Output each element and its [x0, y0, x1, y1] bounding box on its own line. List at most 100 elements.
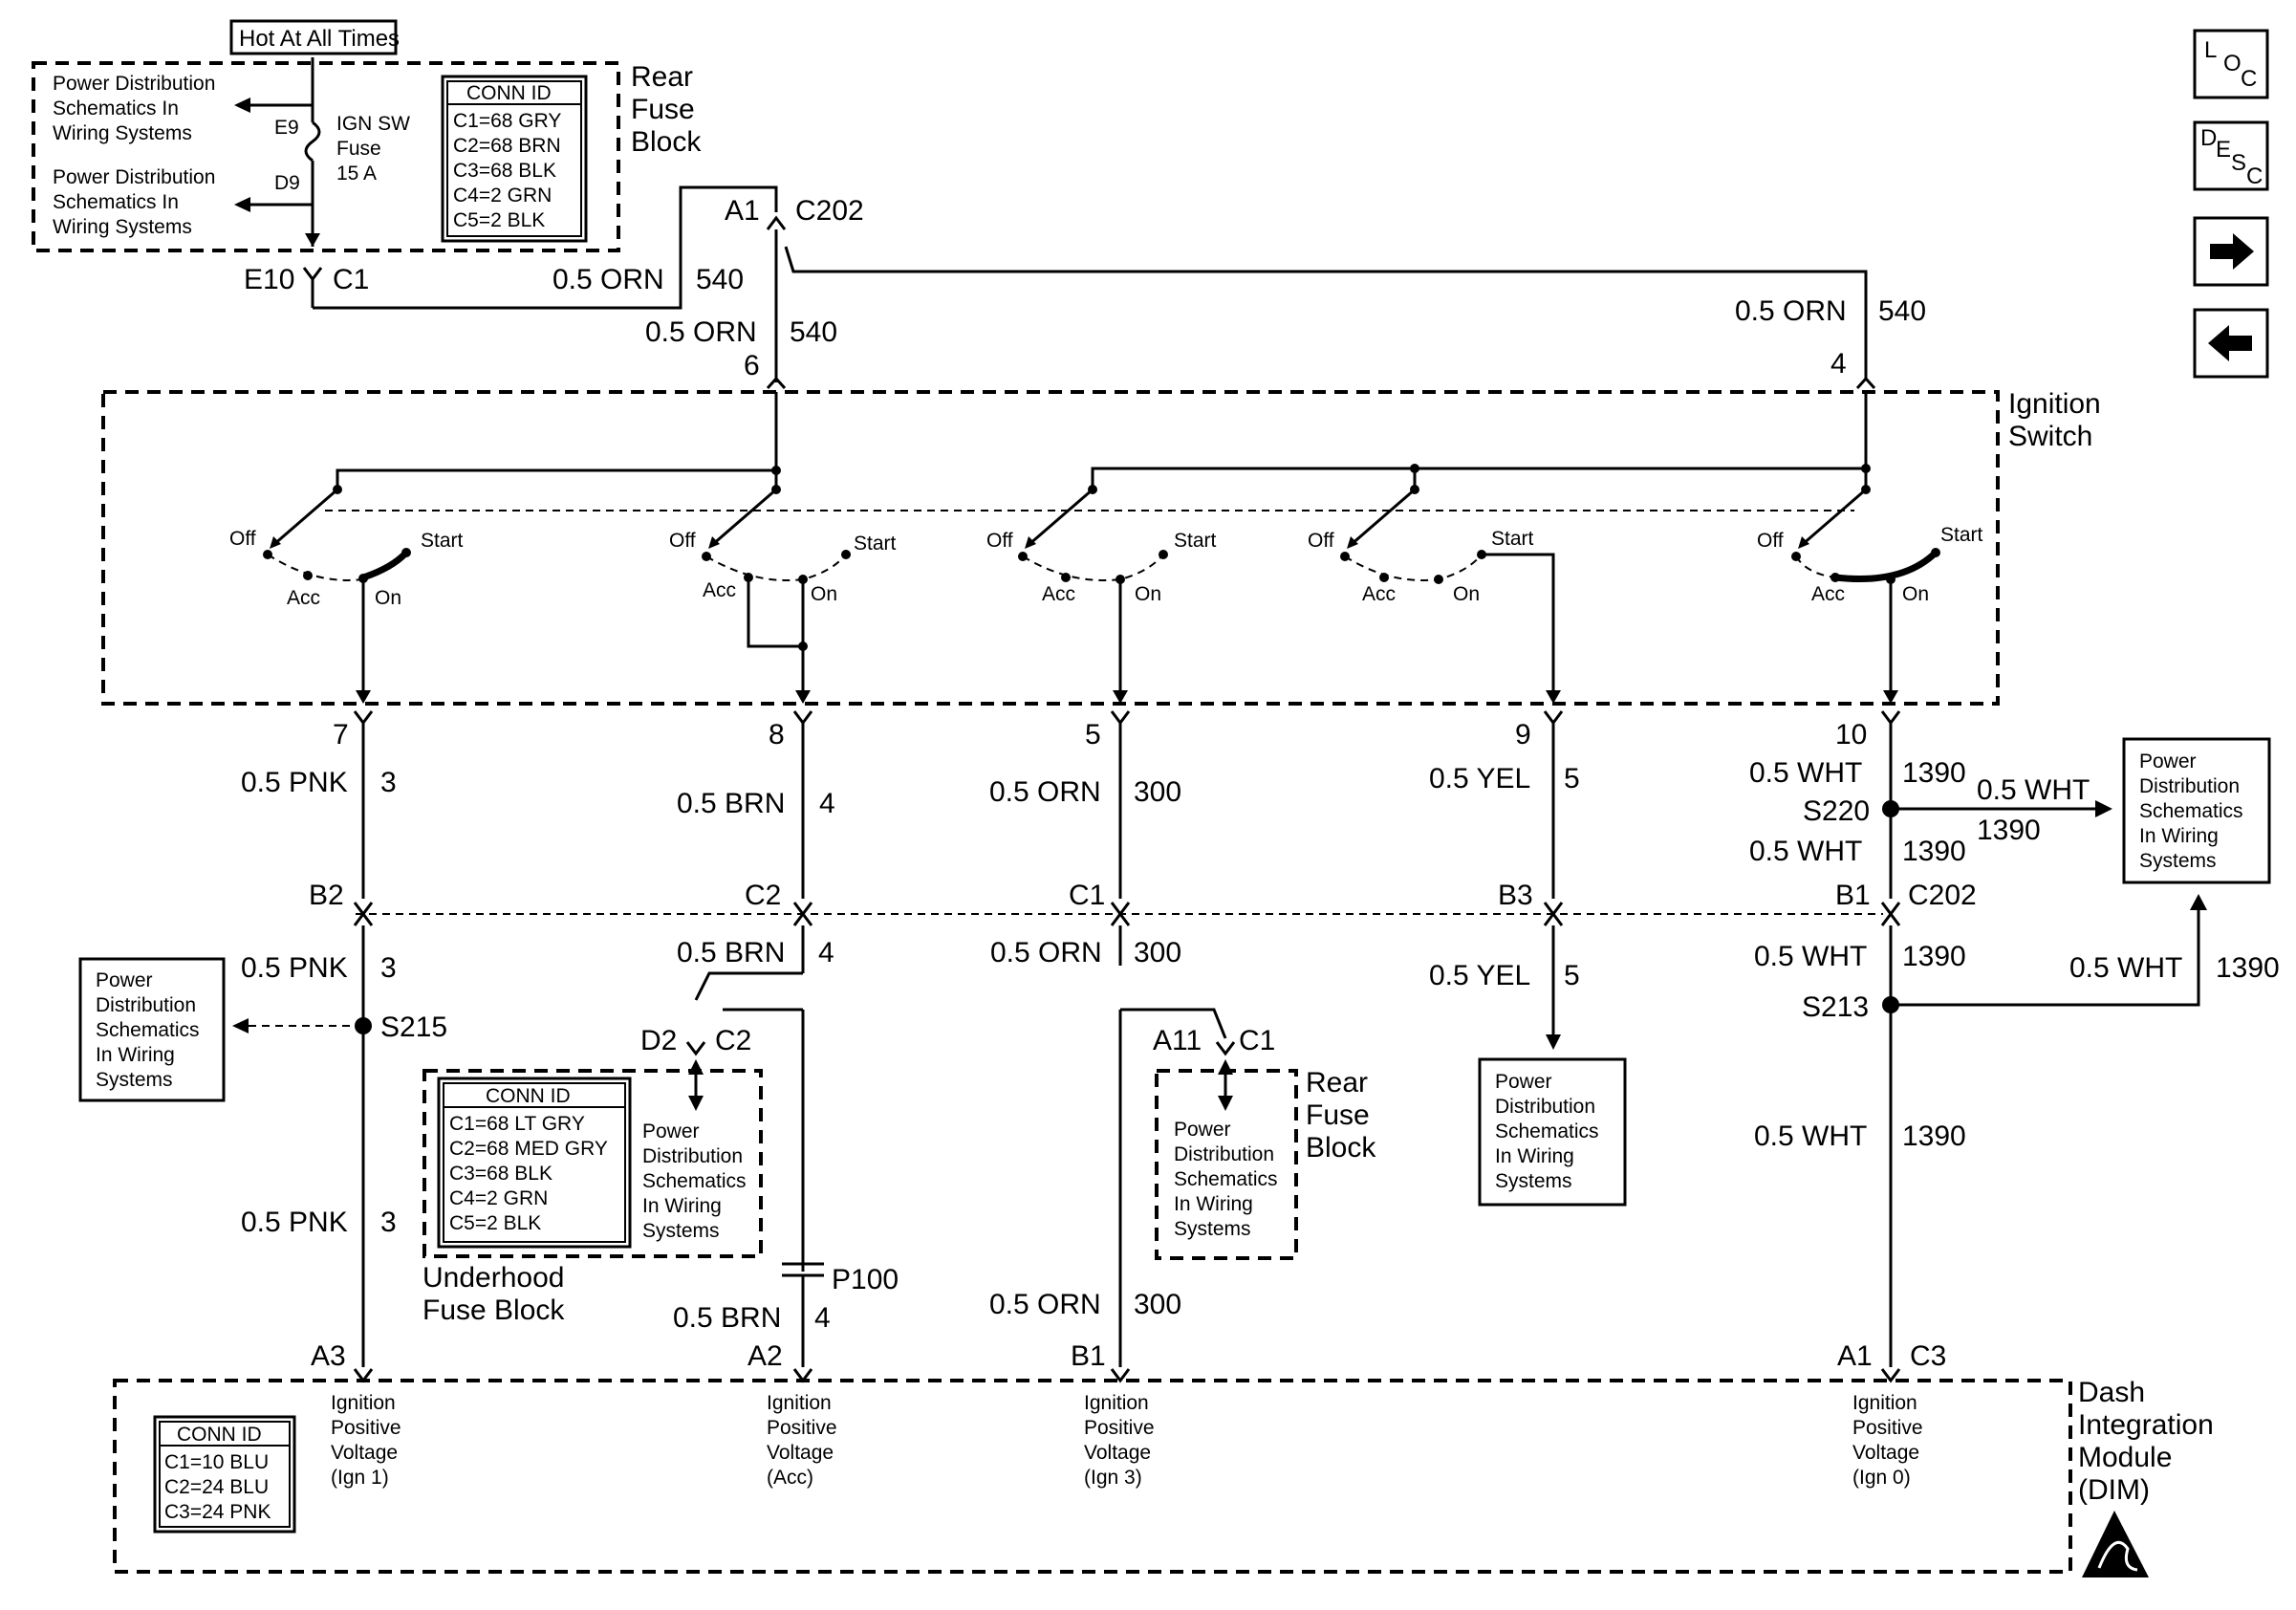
svg-text:Rear: Rear — [1306, 1067, 1368, 1099]
svg-text:9: 9 — [1515, 719, 1531, 751]
svg-text:Distribution: Distribution — [642, 1145, 743, 1167]
svg-text:0.5 PNK: 0.5 PNK — [241, 767, 348, 798]
svg-text:10: 10 — [1835, 719, 1867, 751]
svg-text:C1: C1 — [333, 264, 369, 295]
svg-text:4: 4 — [814, 1302, 831, 1334]
svg-text:C5=2 BLK: C5=2 BLK — [449, 1212, 541, 1234]
svg-text:0.5 ORN: 0.5 ORN — [645, 316, 757, 348]
svg-text:7: 7 — [333, 719, 349, 751]
svg-text:S215: S215 — [380, 1012, 447, 1043]
svg-text:540: 540 — [696, 264, 744, 295]
svg-text:5: 5 — [1085, 719, 1101, 751]
svg-text:C3=24 PNK: C3=24 PNK — [164, 1501, 271, 1523]
svg-text:Wiring Systems: Wiring Systems — [53, 216, 192, 238]
svg-text:Start: Start — [1174, 530, 1217, 552]
svg-text:D2: D2 — [640, 1025, 677, 1056]
conn-id-underhood: CONN ID C1=68 LT GRY C2=68 MED GRY C3=68… — [437, 1077, 632, 1249]
svg-text:In Wiring: In Wiring — [2139, 825, 2219, 847]
svg-text:Ignition: Ignition — [2008, 388, 2101, 420]
conn-id-dim: CONN ID C1=10 BLU C2=24 BLU C3=24 PNK — [153, 1415, 296, 1534]
dim-outline — [113, 1379, 2072, 1574]
connector-c202-a1 — [766, 215, 787, 230]
arrow-left-icon — [234, 98, 250, 113]
svg-text:0.5 BRN: 0.5 BRN — [677, 937, 785, 968]
svg-text:A2: A2 — [747, 1340, 783, 1372]
svg-text:5: 5 — [1564, 960, 1580, 991]
svg-text:Positive: Positive — [1852, 1417, 1923, 1439]
arrow-left-icon — [2208, 325, 2252, 361]
ignition-switch-section-4: Off Acc On Start — [1308, 485, 1561, 704]
svg-text:(DIM): (DIM) — [2078, 1474, 2150, 1506]
fuse-label: IGN SW Fuse 15 A — [336, 113, 410, 185]
svg-text:Voltage: Voltage — [1852, 1442, 1919, 1464]
pd-reference-d9: Power Distribution Schematics In Wiring … — [53, 166, 215, 238]
svg-text:300: 300 — [1134, 937, 1181, 968]
svg-text:3: 3 — [380, 952, 397, 984]
svg-text:C2=68 BRN: C2=68 BRN — [453, 135, 561, 157]
svg-text:Block: Block — [631, 126, 702, 158]
svg-text:Acc: Acc — [1362, 583, 1396, 605]
svg-text:Ignition: Ignition — [767, 1392, 832, 1414]
svg-text:Start: Start — [1940, 524, 1983, 546]
svg-text:0.5 WHT: 0.5 WHT — [1977, 774, 2090, 806]
description-button[interactable]: D E S C — [2193, 120, 2269, 191]
svg-text:Acc: Acc — [287, 587, 320, 609]
svg-text:Acc: Acc — [703, 579, 736, 601]
svg-text:Off: Off — [1308, 530, 1334, 552]
svg-text:On: On — [1453, 583, 1480, 605]
arrow-left-icon — [234, 197, 250, 212]
svg-text:C2: C2 — [715, 1025, 751, 1056]
ignition-switch-section-1: Off Acc On Start — [229, 485, 464, 704]
svg-text:C: C — [2241, 66, 2257, 92]
svg-text:A1: A1 — [1837, 1340, 1873, 1372]
next-page-button[interactable] — [2193, 216, 2269, 287]
esd-warning-icon — [2082, 1511, 2149, 1577]
conn-id-rear-fuse-block: CONN ID C1=68 GRY C2=68 BRN C3=68 BLK C4… — [441, 75, 588, 243]
svg-text:E9: E9 — [274, 117, 299, 139]
previous-page-button[interactable] — [2193, 308, 2269, 379]
svg-text:300: 300 — [1134, 776, 1181, 808]
svg-text:C1=68 LT GRY: C1=68 LT GRY — [449, 1113, 585, 1135]
svg-text:Schematics In: Schematics In — [53, 98, 179, 120]
svg-text:0.5 ORN: 0.5 ORN — [552, 264, 664, 295]
svg-text:540: 540 — [790, 316, 837, 348]
rear-fuse-block-mid: A11 C1 Power Distribution Schematics In … — [1153, 1025, 1376, 1260]
svg-text:CONN ID: CONN ID — [177, 1424, 262, 1446]
dim-input-ign1: Ignition Positive Voltage (Ign 1) — [331, 1392, 401, 1489]
ignition-switch-section-5: Off Acc On Start — [1757, 485, 1983, 704]
hot-at-all-times-label: Hot At All Times — [229, 19, 400, 55]
location-button[interactable]: L O C — [2193, 29, 2269, 99]
svg-text:B1: B1 — [1071, 1340, 1106, 1372]
svg-text:Acc: Acc — [1042, 583, 1075, 605]
svg-text:E: E — [2216, 137, 2231, 163]
svg-text:1390: 1390 — [1902, 941, 1966, 972]
svg-text:3: 3 — [380, 767, 397, 798]
rear-fuse-block-title: Rear Fuse Block — [631, 61, 702, 158]
dim-pins: A3 A2 B1 A1 C3 — [311, 1340, 1946, 1383]
output-pin-8: 8 0.5 BRN 4 — [677, 710, 835, 899]
splice-s220: 0.5 WHT 1390 S220 0.5 WHT 1390 0.5 WHT 1… — [1749, 757, 2112, 867]
svg-text:Fuse Block: Fuse Block — [422, 1295, 565, 1326]
svg-text:4: 4 — [818, 937, 834, 968]
svg-text:Block: Block — [1306, 1132, 1376, 1164]
svg-text:Schematics: Schematics — [2139, 800, 2243, 822]
svg-text:Module: Module — [2078, 1442, 2172, 1473]
svg-text:Switch: Switch — [2008, 421, 2092, 452]
svg-text:S220: S220 — [1803, 795, 1870, 827]
svg-text:C3=68 BLK: C3=68 BLK — [449, 1163, 552, 1185]
c202-connector-row: B2 C2 C1 B3 B1 C202 — [309, 880, 1977, 926]
svg-text:CONN ID: CONN ID — [486, 1085, 571, 1107]
svg-text:Distribution: Distribution — [1174, 1143, 1274, 1165]
svg-text:0.5 PNK: 0.5 PNK — [241, 952, 348, 984]
svg-text:Power: Power — [96, 969, 153, 991]
svg-text:540: 540 — [1878, 295, 1926, 327]
svg-text:On: On — [375, 587, 401, 609]
svg-text:On: On — [811, 583, 837, 605]
svg-text:CONN ID: CONN ID — [466, 82, 552, 104]
svg-text:Distribution: Distribution — [1495, 1096, 1595, 1118]
svg-text:Systems: Systems — [1495, 1170, 1572, 1192]
svg-text:0.5 ORN: 0.5 ORN — [989, 776, 1101, 808]
svg-text:D: D — [2200, 125, 2217, 151]
svg-text:Dash: Dash — [2078, 1377, 2145, 1408]
svg-text:Off: Off — [669, 530, 696, 552]
